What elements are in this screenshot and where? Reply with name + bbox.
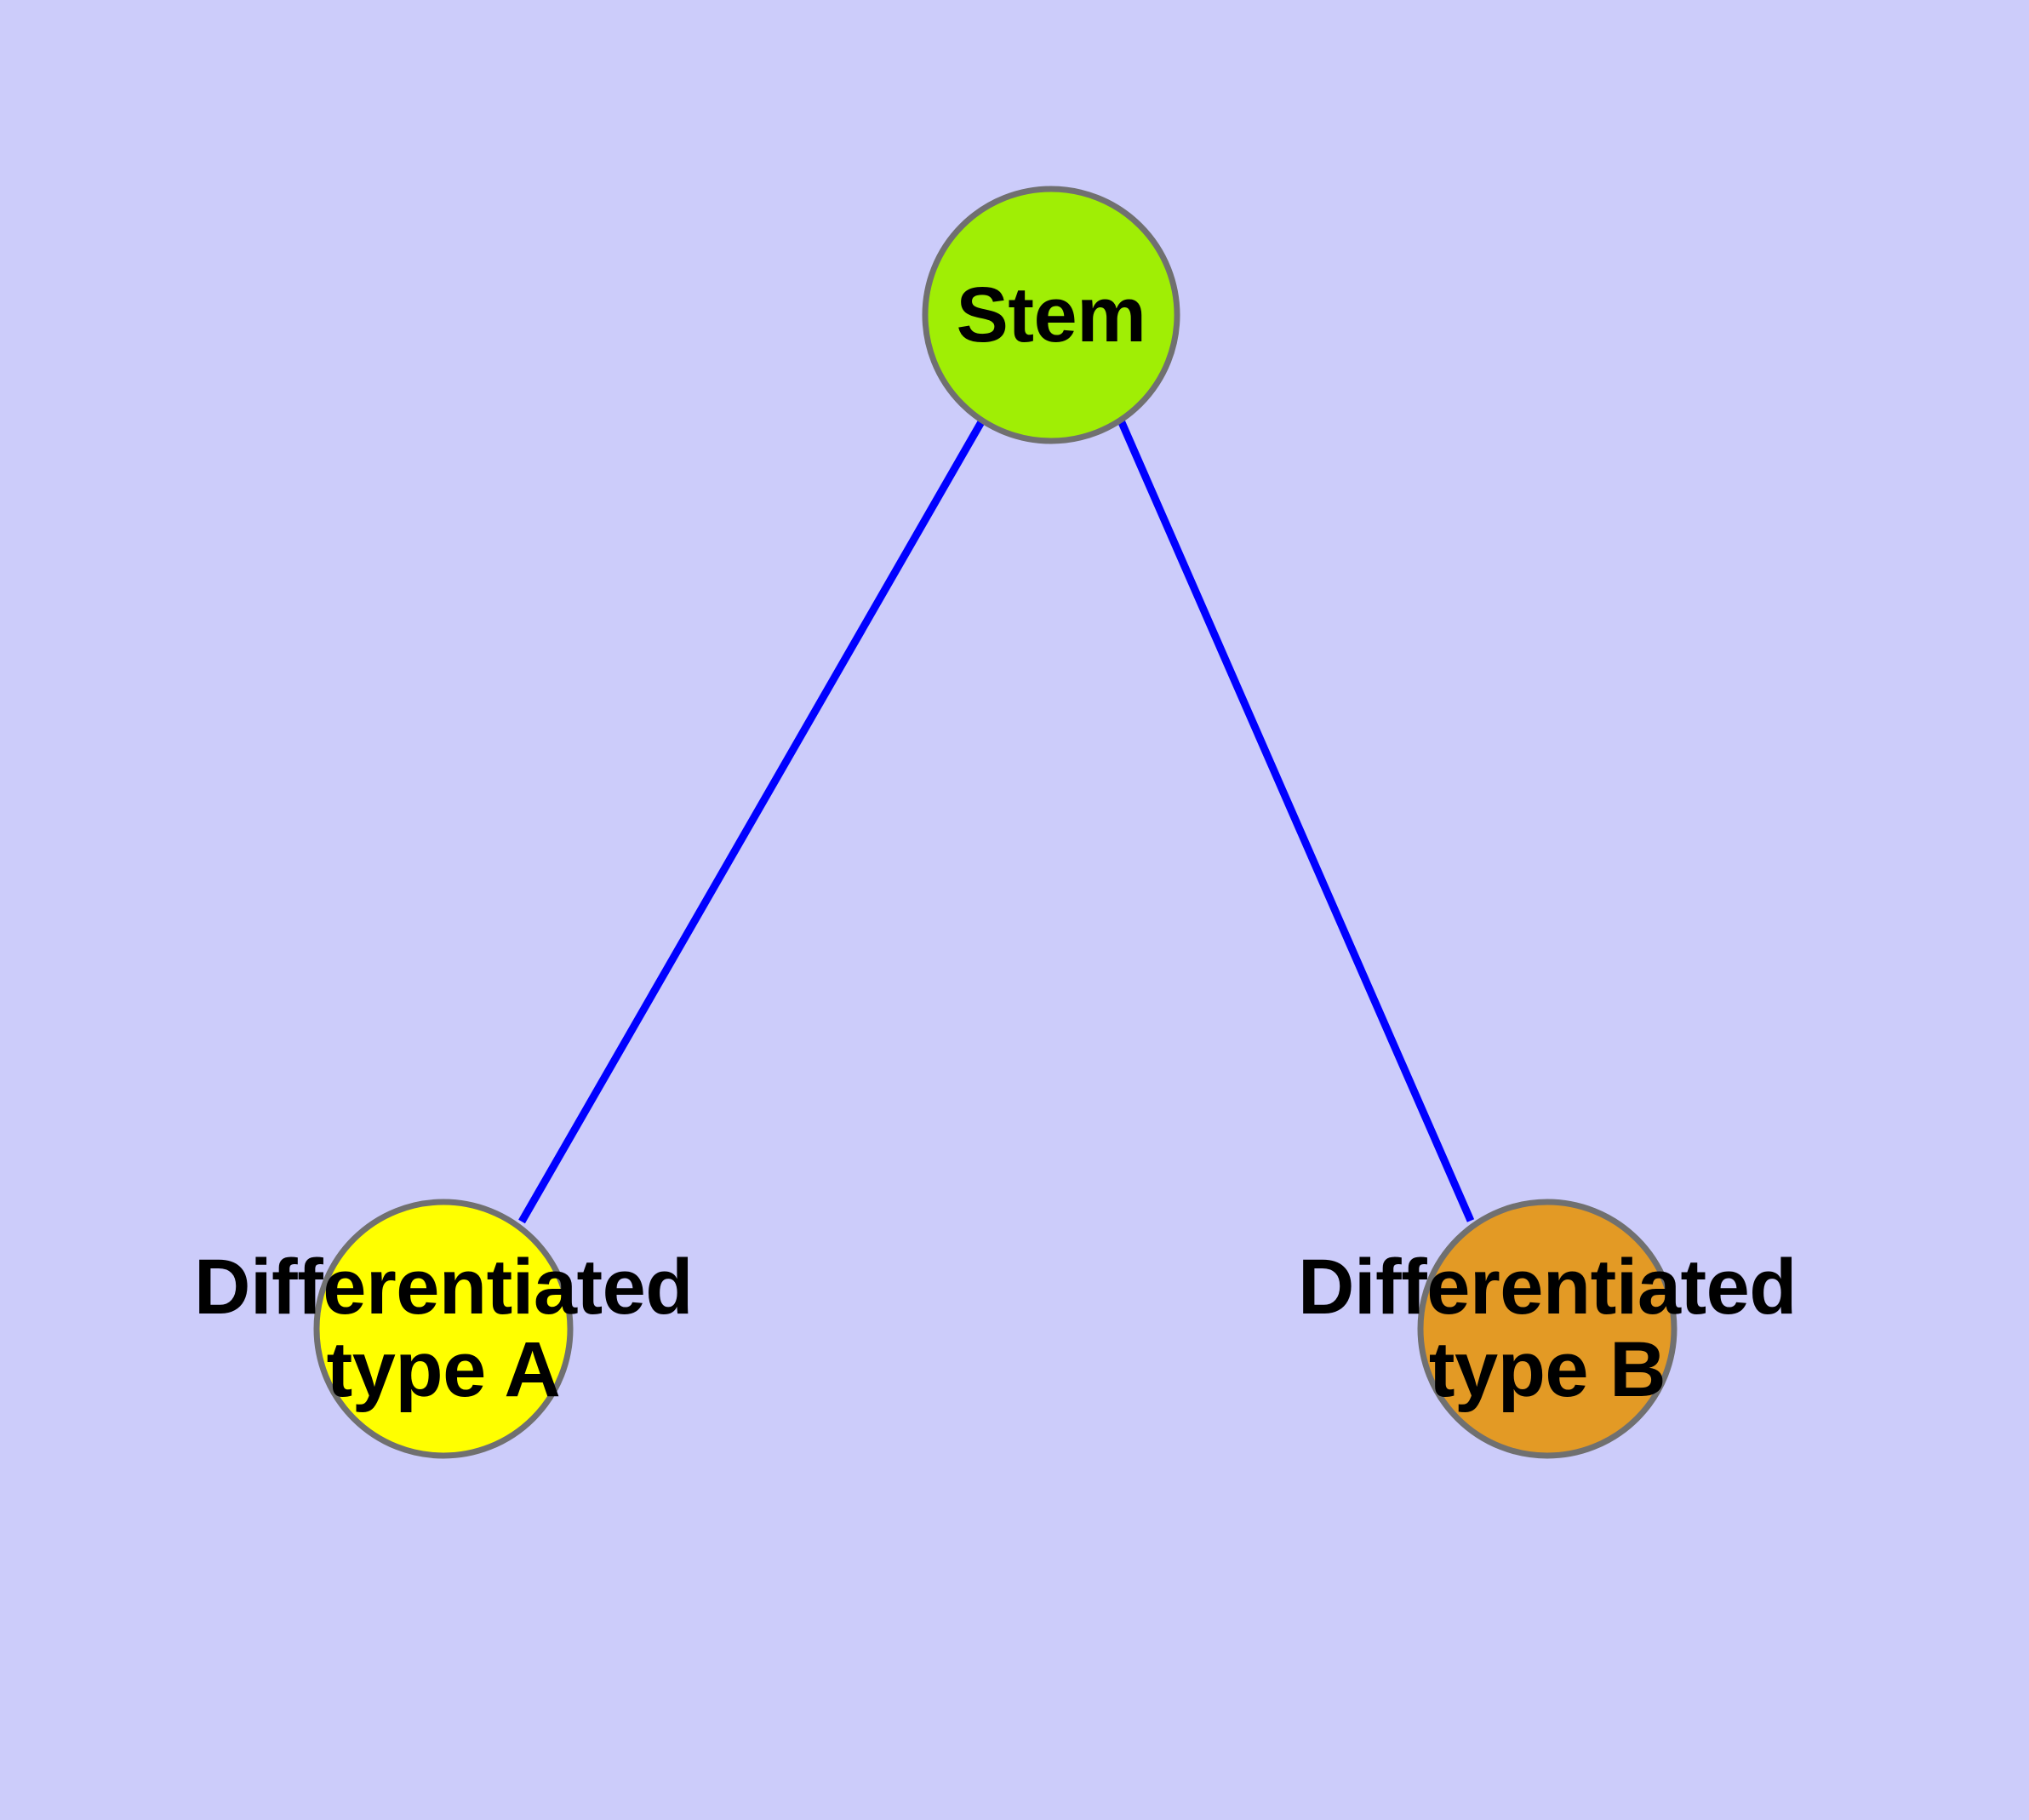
node-layer [313,186,1677,1459]
edge-stem-to-differentiated-type-a [518,418,986,1224]
node-differentiated-type-a[interactable] [313,1199,574,1459]
edge-layer [518,418,1475,1224]
node-stem[interactable] [922,186,1180,444]
edge-stem-to-differentiated-type-b [1117,419,1475,1222]
node-differentiated-type-b[interactable] [1417,1199,1677,1459]
